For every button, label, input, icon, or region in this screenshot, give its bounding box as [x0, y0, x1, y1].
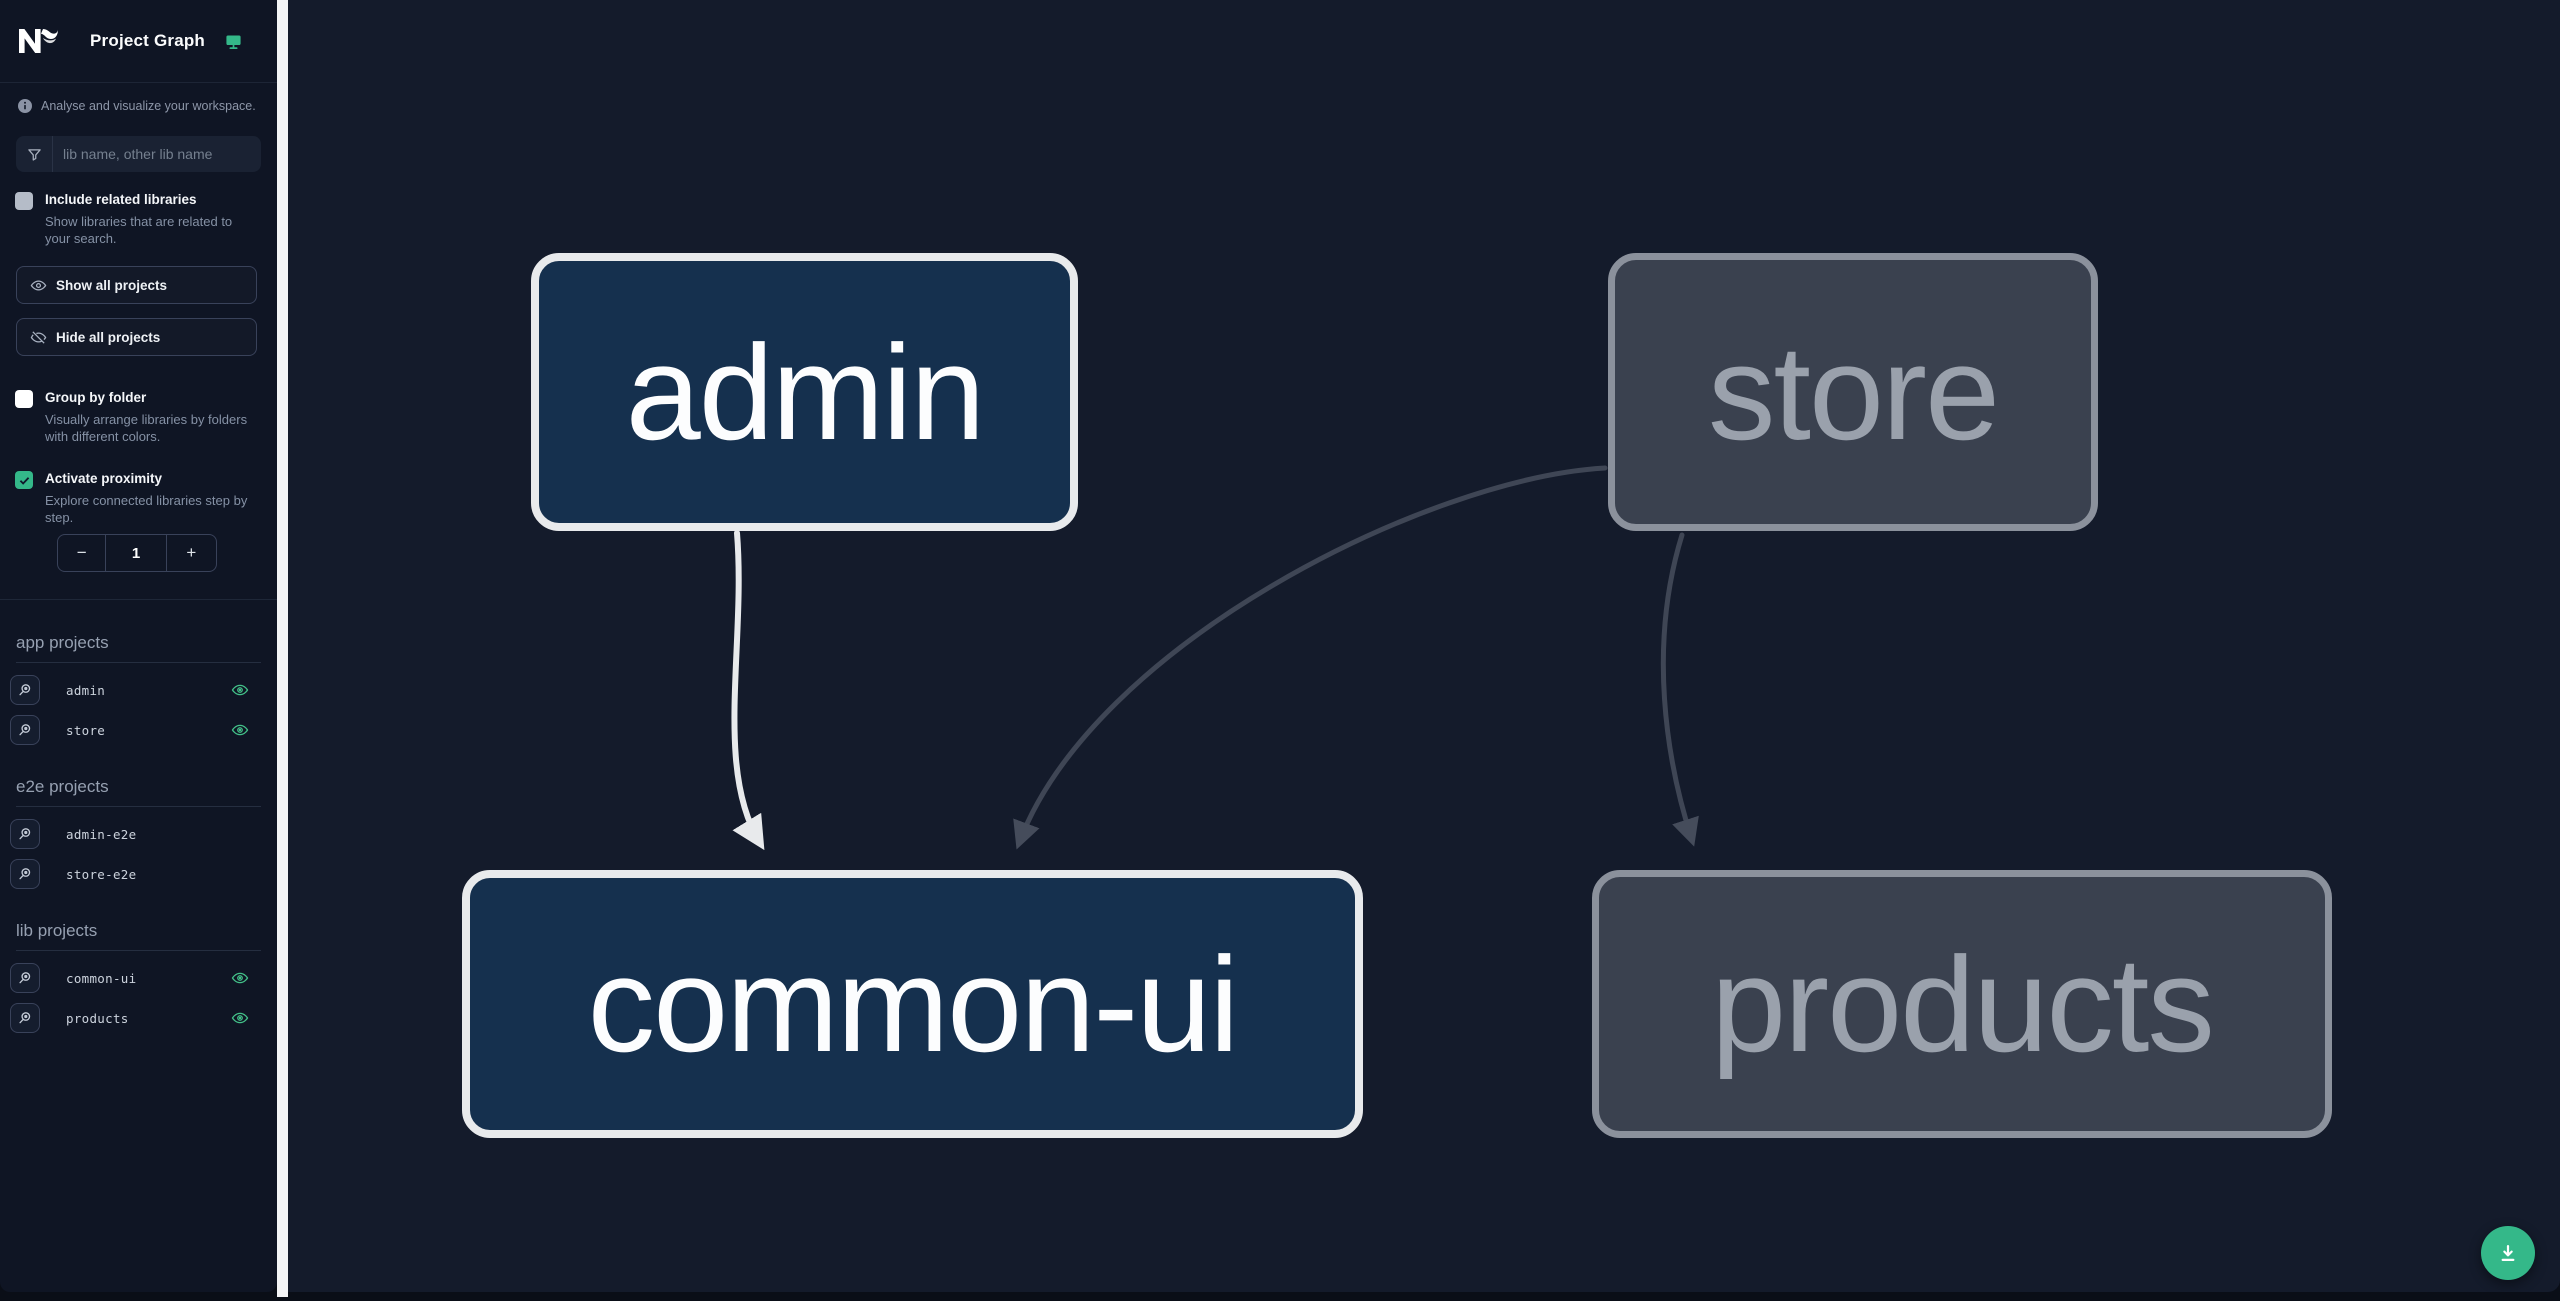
node-label: products — [1711, 928, 2215, 1080]
project-name: store — [66, 722, 106, 738]
checkbox-unchecked[interactable] — [15, 390, 33, 408]
focus-project-icon — [19, 724, 31, 736]
search-input[interactable] — [53, 136, 261, 172]
group-by-folder-description: Visually arrange libraries by folders wi… — [45, 412, 248, 444]
focus-project-icon — [19, 828, 31, 840]
activate-proximity-description: Explore connected libraries step by step… — [45, 493, 248, 525]
project-row-admin-e2e: admin-e2e — [10, 814, 261, 854]
include-related-description: Show libraries that are related to your … — [45, 214, 233, 246]
project-name: admin — [66, 682, 106, 698]
toggle-visibility-button-store[interactable] — [231, 721, 249, 739]
sidebar-resize-gutter[interactable] — [277, 0, 288, 1297]
monitor-icon[interactable] — [225, 33, 242, 50]
graph-node-admin[interactable]: admin — [531, 253, 1078, 531]
include-related-label: Include related libraries — [45, 192, 197, 207]
check-icon — [19, 476, 29, 485]
eye-icon — [231, 972, 249, 984]
nx-logo — [19, 29, 58, 53]
group-by-folder-checkbox[interactable]: Group by folder Visually arrange librari… — [15, 389, 261, 445]
focus-project-button-common-ui[interactable] — [10, 963, 40, 993]
focus-project-icon — [19, 684, 31, 696]
download-button[interactable] — [2481, 1226, 2535, 1280]
sidebar-header: Project Graph — [0, 0, 277, 83]
include-related-checkbox[interactable]: Include related libraries Show libraries… — [15, 191, 261, 247]
checkbox-checked[interactable] — [15, 471, 33, 489]
download-icon — [2501, 1245, 2515, 1261]
project-lists: app projects admin store e2e projects admin-… — [0, 599, 277, 1038]
focus-project-button-store[interactable] — [10, 715, 40, 745]
graph-canvas[interactable]: admin store common-ui products — [288, 0, 2560, 1292]
project-row-store: store — [10, 710, 261, 750]
eye-icon — [231, 724, 249, 736]
project-row-common-ui: common-ui — [10, 958, 261, 998]
proximity-increment-button[interactable]: + — [167, 535, 216, 571]
graph-node-store[interactable]: store — [1608, 253, 2098, 531]
show-all-projects-button[interactable]: Show all projects — [16, 266, 257, 304]
checkbox-unchecked[interactable] — [15, 192, 33, 210]
section-title: lib projects — [16, 921, 261, 951]
toggle-visibility-button-admin[interactable] — [231, 681, 249, 699]
graph-edges — [731, 465, 1699, 851]
edge-store-to-common-ui — [1013, 465, 1608, 850]
edge-store-to-products — [1660, 532, 1699, 847]
node-label: common-ui — [587, 928, 1240, 1080]
edge-admin-to-common-ui — [731, 530, 765, 851]
section-lib-projects: lib projects common-ui products — [10, 894, 261, 1038]
hide-all-projects-button[interactable]: Hide all projects — [16, 318, 257, 356]
app-title: Project Graph — [90, 31, 206, 50]
project-name: admin-e2e — [66, 826, 137, 842]
node-label: admin — [625, 316, 986, 468]
section-title: e2e projects — [16, 777, 261, 807]
activate-proximity-label: Activate proximity — [45, 471, 163, 486]
tagline-row: Analyse and visualize your workspace. — [0, 83, 277, 113]
focus-project-button-admin[interactable] — [10, 675, 40, 705]
eye-icon — [30, 279, 47, 291]
project-name: store-e2e — [66, 866, 137, 882]
project-row-store-e2e: store-e2e — [10, 854, 261, 894]
show-all-label: Show all projects — [56, 277, 168, 293]
focus-project-button-products[interactable] — [10, 1003, 40, 1033]
node-label: store — [1707, 316, 2000, 468]
focus-project-icon — [19, 868, 31, 880]
toggle-visibility-button-products[interactable] — [231, 1009, 249, 1027]
section-e2e-projects: e2e projects admin-e2e store-e2e — [10, 750, 261, 894]
eye-icon — [231, 684, 249, 696]
hide-all-label: Hide all projects — [56, 329, 161, 345]
info-icon — [18, 99, 32, 113]
activate-proximity-checkbox[interactable]: Activate proximity Explore connected lib… — [15, 470, 261, 526]
filter-icon — [16, 136, 53, 172]
project-name: products — [66, 1010, 129, 1026]
tagline-text: Analyse and visualize your workspace. — [41, 99, 256, 113]
section-app-projects: app projects admin store — [10, 606, 261, 750]
focus-project-button-admin-e2e[interactable] — [10, 819, 40, 849]
graph-node-products[interactable]: products — [1592, 870, 2332, 1138]
eye-off-icon — [30, 330, 47, 344]
project-row-products: products — [10, 998, 261, 1038]
toggle-visibility-button-common-ui[interactable] — [231, 969, 249, 987]
proximity-value: 1 — [105, 535, 167, 571]
graph-node-common-ui[interactable]: common-ui — [462, 870, 1363, 1138]
section-title: app projects — [16, 633, 261, 663]
sidebar: Project Graph Analyse and visualize your… — [0, 0, 277, 1292]
search-box — [16, 136, 261, 172]
proximity-decrement-button[interactable]: − — [58, 535, 105, 571]
focus-project-icon — [19, 1012, 31, 1024]
project-row-admin: admin — [10, 670, 261, 710]
focus-project-icon — [19, 972, 31, 984]
group-by-folder-label: Group by folder — [45, 390, 147, 405]
eye-icon — [231, 1012, 249, 1024]
proximity-stepper: − 1 + — [57, 534, 217, 572]
project-name: common-ui — [66, 970, 137, 986]
focus-project-button-store-e2e[interactable] — [10, 859, 40, 889]
